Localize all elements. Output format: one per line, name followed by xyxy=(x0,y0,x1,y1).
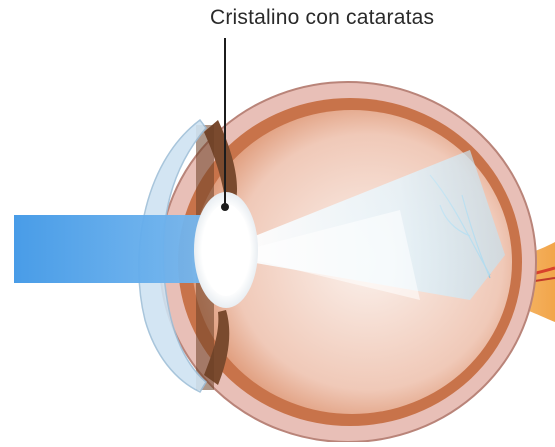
incoming-light-beam xyxy=(14,215,214,283)
lens-label: Cristalino con cataratas xyxy=(210,6,434,30)
